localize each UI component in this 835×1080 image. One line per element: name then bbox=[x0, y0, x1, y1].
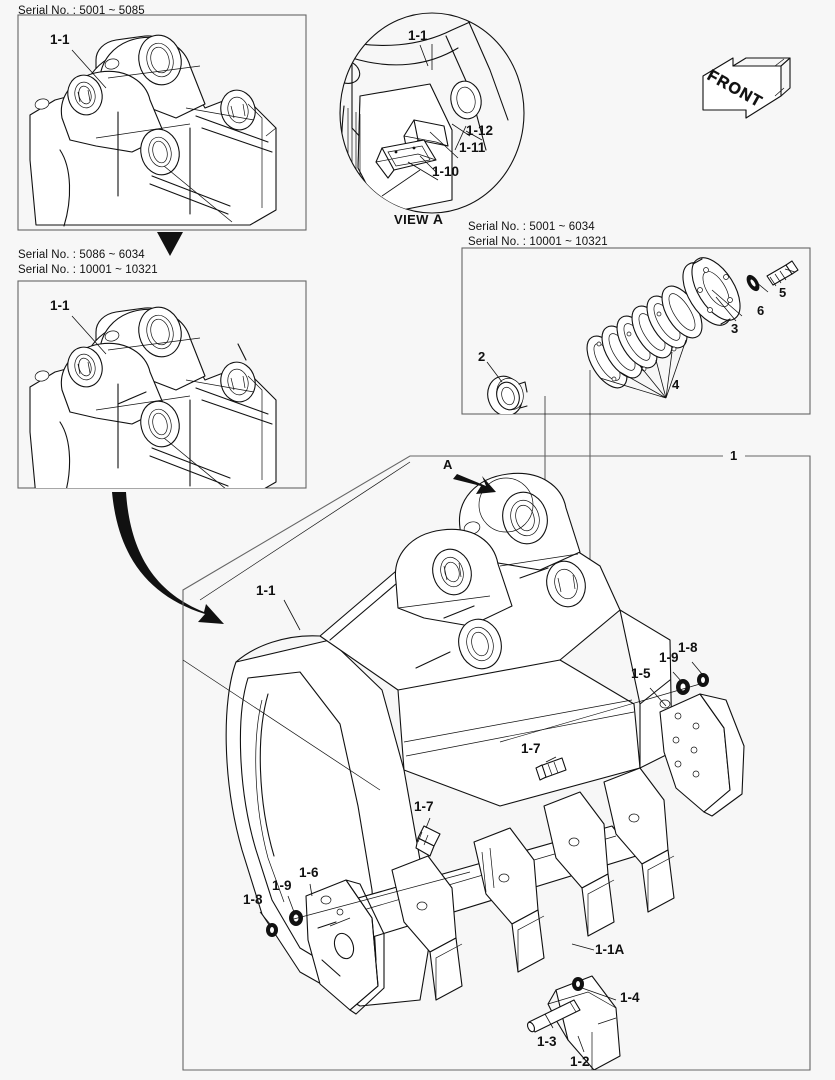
part-5-bolt bbox=[766, 260, 799, 287]
callout-1-12: 1-12 bbox=[466, 123, 494, 138]
spring-pack-illustration bbox=[487, 257, 799, 414]
section-mark-a-label: A bbox=[443, 457, 453, 472]
part-4-spring-washers bbox=[586, 285, 703, 399]
serial-label-box1: Serial No. : 5001 ~ 5085 bbox=[18, 5, 145, 17]
callout-1-1-box2: 1-1 bbox=[50, 298, 70, 313]
part-1-6-side-plate bbox=[305, 879, 385, 1015]
serial-label-box3-line1: Serial No. : 5001 ~ 6034 bbox=[468, 221, 595, 233]
part-1-3-pin bbox=[526, 999, 581, 1033]
bucket-tooth-4 bbox=[603, 767, 675, 913]
main-assembly-box-frame bbox=[182, 448, 811, 1071]
part-2-cap bbox=[487, 375, 528, 414]
part-1-9-washer-right bbox=[676, 679, 690, 695]
callout-1-9-right: 1-9 bbox=[659, 650, 679, 665]
callout-1-1A: 1-1A bbox=[595, 942, 625, 957]
callout-1-2: 1-2 bbox=[570, 1054, 590, 1069]
section-marker-a bbox=[453, 474, 534, 533]
serial-label-box2-line1: Serial No. : 5086 ~ 6034 bbox=[18, 249, 145, 261]
callout-3: 3 bbox=[731, 321, 739, 336]
callout-1-7-upper: 1-7 bbox=[521, 741, 541, 756]
bracket-illustration-1 bbox=[29, 34, 277, 227]
part-1-7-bolt-upper bbox=[535, 757, 567, 781]
callout-1-4: 1-4 bbox=[620, 990, 640, 1005]
serial-label-box2-line2: Serial No. : 10001 ~ 10321 bbox=[18, 264, 158, 276]
callout-1-1-view-a: 1-1 bbox=[408, 28, 428, 43]
callout-1-6: 1-6 bbox=[299, 865, 319, 880]
callout-1-1-box1: 1-1 bbox=[50, 32, 70, 47]
callout-4: 4 bbox=[672, 377, 680, 392]
flow-curved-arrow bbox=[112, 492, 224, 624]
part-1-8-nut-left bbox=[266, 923, 278, 937]
callout-5: 5 bbox=[779, 285, 787, 300]
part-1-5-side-plate bbox=[659, 693, 745, 817]
callout-1-8-left: 1-8 bbox=[243, 892, 263, 907]
serial-label-box3-line2: Serial No. : 10001 ~ 10321 bbox=[468, 236, 608, 248]
part-1-8-nut-right bbox=[697, 673, 709, 687]
callout-2: 2 bbox=[478, 349, 486, 364]
callout-leader-lines bbox=[71, 44, 796, 1053]
bracket-illustration-2 bbox=[29, 306, 277, 488]
part-1-4-retainer bbox=[572, 977, 584, 991]
callout-1-8-right: 1-8 bbox=[678, 640, 698, 655]
view-a-caption-word: VIEW bbox=[394, 212, 429, 227]
callout-1-5: 1-5 bbox=[631, 666, 651, 681]
view-a-caption-letter: A bbox=[432, 211, 444, 227]
view-a-caption: VIEW A bbox=[394, 212, 443, 226]
serial-box-upper-left-frame bbox=[17, 14, 307, 231]
callout-1-7-lower: 1-7 bbox=[414, 799, 434, 814]
callout-1-9-left: 1-9 bbox=[272, 878, 292, 893]
callout-1-10: 1-10 bbox=[432, 164, 460, 179]
part-3-flange bbox=[682, 257, 743, 326]
front-arrow-graphic bbox=[702, 57, 791, 119]
view-a-contents bbox=[340, 19, 509, 213]
main-bucket-illustration bbox=[183, 461, 745, 1070]
part-1-9-washer-left bbox=[289, 910, 303, 926]
bucket-tooth-2 bbox=[473, 827, 545, 973]
callout-1-11: 1-11 bbox=[459, 140, 486, 155]
callout-1-1-main: 1-1 bbox=[256, 583, 276, 598]
front-arrow-label-wrap: FRONT bbox=[704, 67, 792, 112]
part-1-7-bolt-lower bbox=[415, 825, 441, 857]
serial-box-upper-right-frame bbox=[461, 247, 811, 415]
callout-6: 6 bbox=[757, 303, 765, 318]
part-6-washer bbox=[746, 274, 760, 292]
bucket-tooth-3 bbox=[543, 791, 615, 937]
callout-1-3: 1-3 bbox=[537, 1034, 557, 1049]
flow-down-triangle bbox=[157, 232, 183, 256]
callout-1-group: 1 bbox=[730, 448, 738, 463]
